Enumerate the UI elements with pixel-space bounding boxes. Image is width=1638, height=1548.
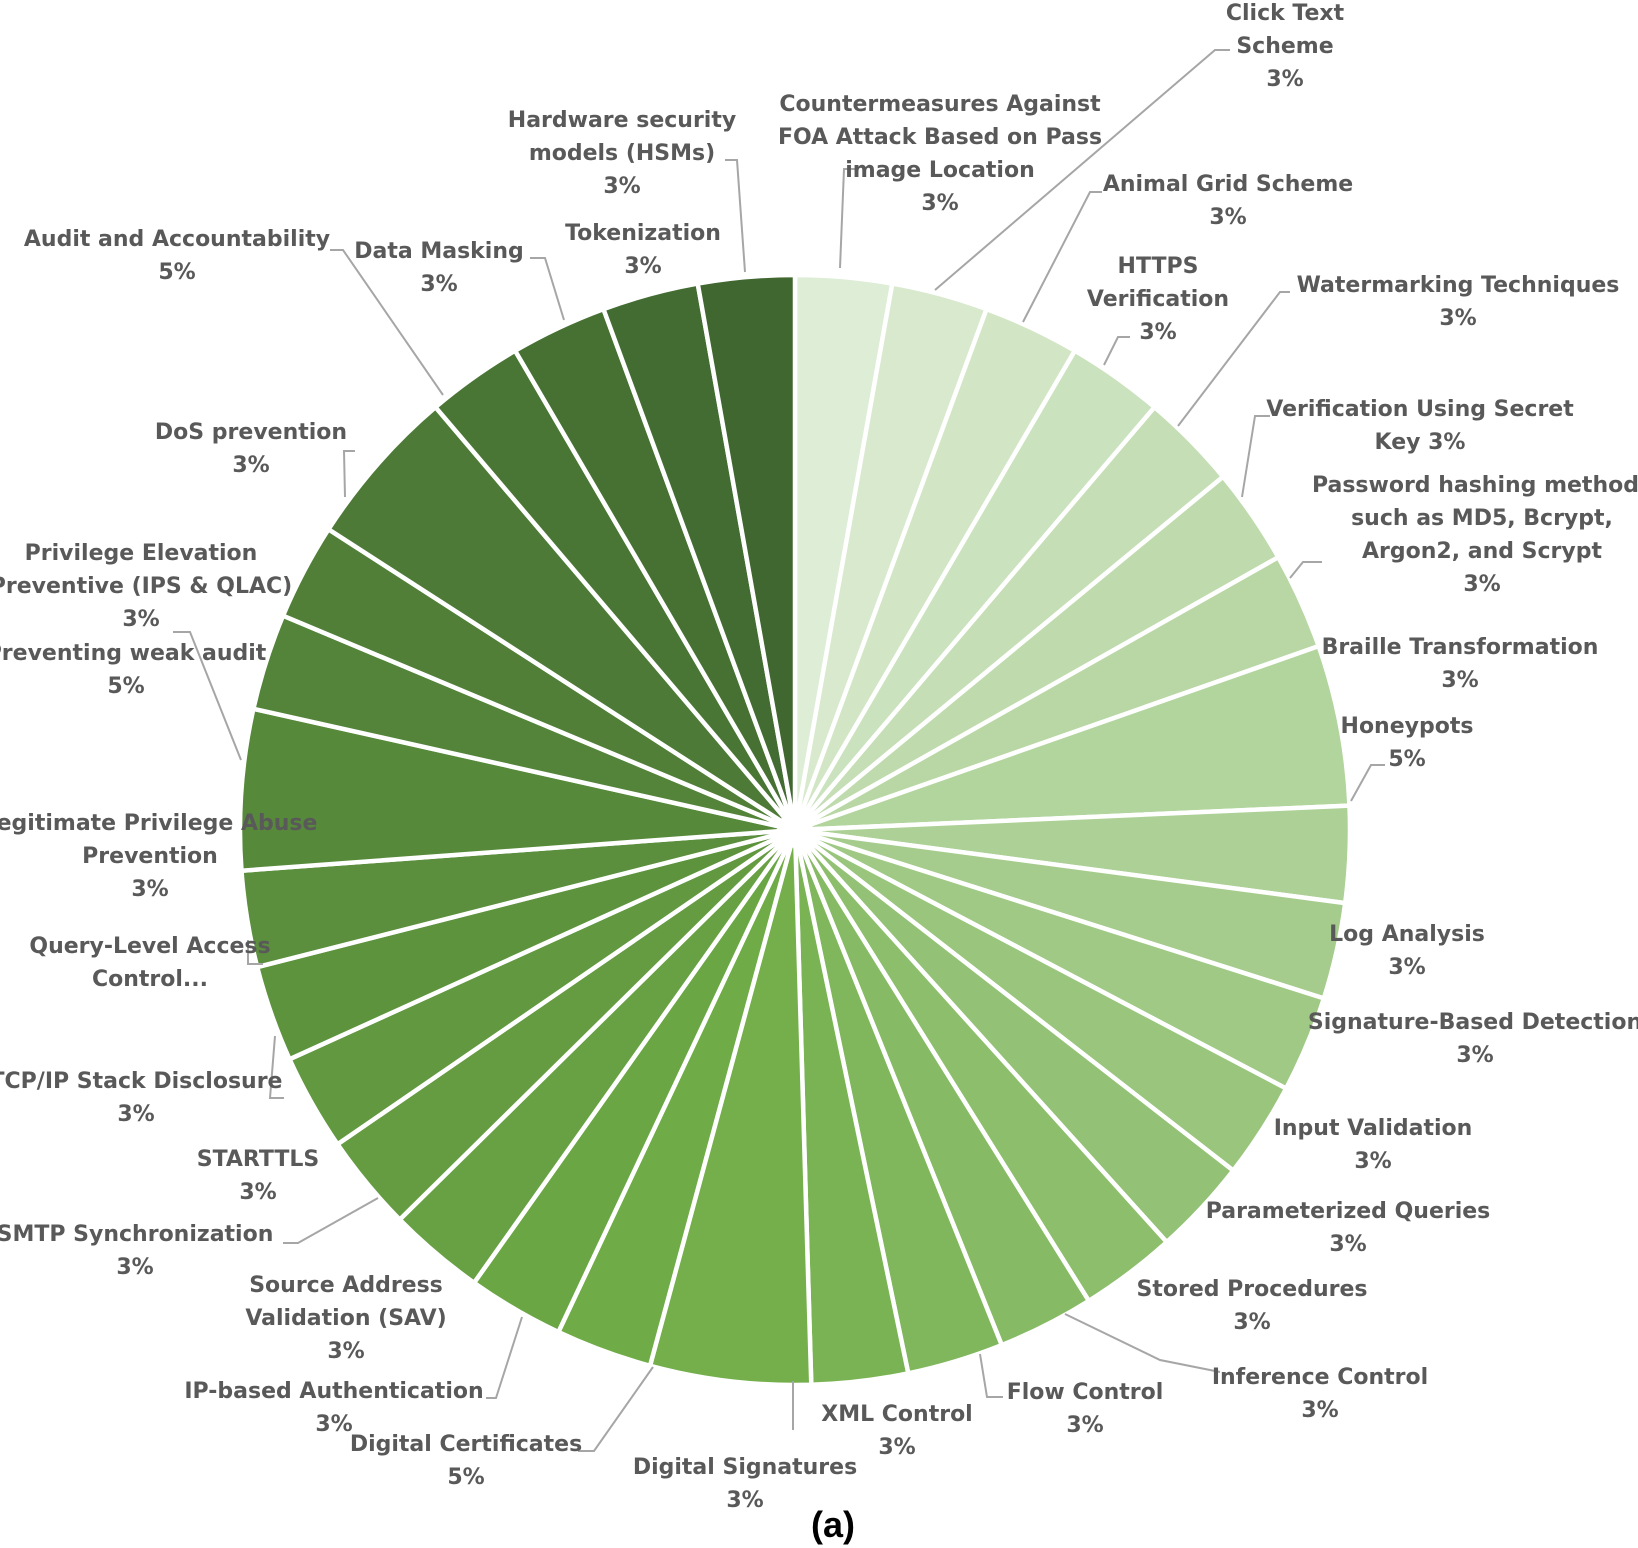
leader-line: [578, 1366, 654, 1452]
leader-line: [1350, 764, 1385, 802]
pie-slice: [325, 404, 797, 832]
leader-line: [247, 940, 263, 965]
leader-line: [839, 168, 858, 269]
leader-line: [1241, 415, 1270, 498]
leader-line: [1177, 291, 1290, 427]
leader-line: [268, 1035, 284, 1099]
pie-slice: [695, 272, 798, 831]
leader-line: [934, 49, 1230, 291]
leader-line: [1289, 561, 1322, 579]
leader-line: [330, 249, 444, 396]
pie-slice: [794, 643, 1352, 833]
pie-slice: [237, 706, 796, 874]
leader-line: [1103, 336, 1130, 366]
pie-slices: [237, 272, 1353, 1388]
leader-line: [1022, 191, 1102, 323]
pie-center: [777, 812, 813, 848]
leader-line: [1064, 1313, 1221, 1373]
leader-line: [979, 1353, 1003, 1398]
pie-slice: [647, 829, 814, 1388]
leader-line: [486, 1316, 523, 1399]
leader-line: [725, 159, 746, 273]
leader-lines: [173, 49, 1385, 1452]
leader-line: [283, 1197, 379, 1244]
leader-line: [342, 450, 355, 498]
leader-line: [173, 631, 242, 761]
chart-caption: (a): [811, 1504, 855, 1545]
leader-line: [530, 257, 565, 321]
